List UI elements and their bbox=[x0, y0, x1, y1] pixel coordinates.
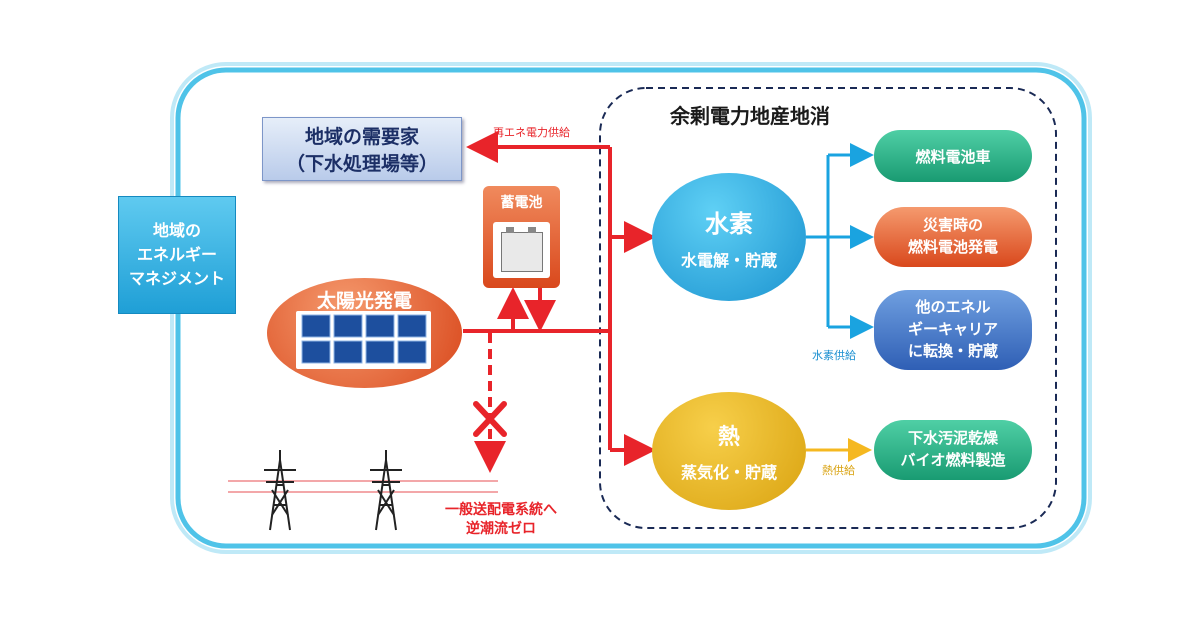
battery-label: 蓄電池 bbox=[500, 195, 543, 211]
local-demand-box: 地域の需要家 （下水処理場等） bbox=[262, 117, 462, 181]
cross-mark-icon bbox=[473, 401, 507, 437]
battery-icon bbox=[493, 222, 550, 278]
hydrogen-circle: 水素 水電解・貯蔵 bbox=[652, 173, 806, 301]
heat-title: 熱 bbox=[717, 425, 740, 450]
disaster-line1: 災害時の bbox=[922, 216, 983, 235]
battery-box: 蓄電池 bbox=[483, 186, 560, 288]
solar-label: 太陽光発電 bbox=[316, 290, 412, 312]
local-demand-line2: （下水処理場等） bbox=[285, 153, 438, 175]
hydrogen-supply-label: 水素供給 bbox=[812, 349, 856, 362]
fuel-cell-car-node: 燃料電池車 bbox=[874, 130, 1032, 182]
grid-label: 一般送配電系統へ 逆潮流ゼロ bbox=[426, 501, 576, 539]
grid-label-line2: 逆潮流ゼロ bbox=[466, 520, 536, 537]
transmission-tower-icon bbox=[264, 450, 296, 531]
other-carrier-line3: に転換・貯蔵 bbox=[907, 341, 998, 360]
disaster-fuel-cell-node: 災害時の 燃料電池発電 bbox=[874, 207, 1032, 267]
heat-circle: 熱 蒸気化・貯蔵 bbox=[652, 392, 806, 510]
solar-generation-ellipse: 太陽光発電 bbox=[267, 278, 462, 388]
hydrogen-sub: 水電解・貯蔵 bbox=[680, 250, 777, 270]
energy-mgmt-line2: エネルギー bbox=[136, 245, 217, 264]
disaster-line2: 燃料電池発電 bbox=[907, 238, 998, 256]
sludge-line2: バイオ燃料製造 bbox=[900, 451, 1006, 469]
sludge-line1: 下水汚泥乾燥 bbox=[907, 429, 998, 448]
renewable-supply-label: 再エネ電力供給 bbox=[493, 126, 570, 139]
heat-supply-label: 熱供給 bbox=[822, 464, 855, 477]
region-title: 余剰電力地産地消 bbox=[670, 104, 830, 128]
energy-management-box: 地域の エネルギー マネジメント bbox=[118, 196, 236, 314]
other-carrier-line1: 他のエネル bbox=[915, 298, 991, 317]
fuel-cell-car-label: 燃料電池車 bbox=[915, 147, 991, 166]
energy-mgmt-line3: マネジメント bbox=[128, 269, 225, 288]
hydrogen-title: 水素 bbox=[705, 209, 753, 238]
sludge-biofuel-node: 下水汚泥乾燥 バイオ燃料製造 bbox=[874, 420, 1032, 480]
surplus-region-border bbox=[599, 87, 1057, 529]
transmission-tower-icon bbox=[370, 450, 402, 531]
energy-mgmt-line1: 地域の bbox=[152, 221, 201, 240]
other-carrier-line2: ギーキャリア bbox=[907, 320, 998, 339]
heat-sub: 蒸気化・貯蔵 bbox=[680, 463, 777, 482]
grid-label-line1: 一般送配電系統へ bbox=[445, 502, 557, 518]
other-carrier-node: 他のエネル ギーキャリア に転換・貯蔵 bbox=[874, 290, 1032, 370]
local-demand-line1: 地域の需要家 bbox=[304, 126, 419, 148]
